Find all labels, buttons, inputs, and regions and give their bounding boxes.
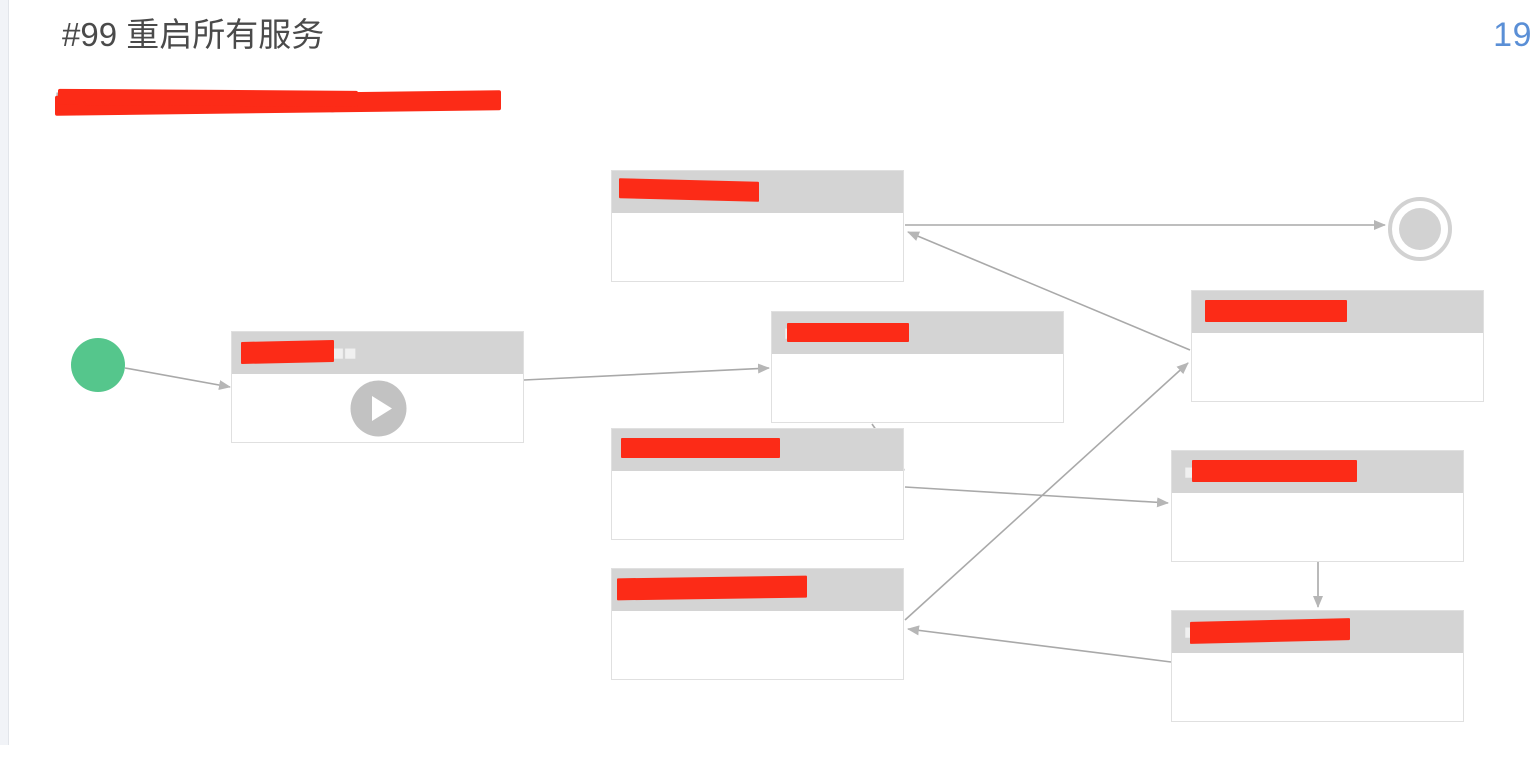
play-icon[interactable]	[350, 380, 407, 437]
start-terminal[interactable]	[71, 338, 125, 392]
node-header: ■■■■■■■■■	[1192, 291, 1483, 333]
node-body	[232, 374, 523, 442]
left-gutter-strip	[0, 0, 9, 745]
graph-node-n8[interactable]: ■■■■■■■■■	[1171, 610, 1464, 722]
redaction-marker	[621, 438, 780, 458]
redaction-marker	[1205, 300, 1347, 322]
node-body	[612, 213, 903, 281]
repo-subline: https://■■■■■■■■■■■■■■■■.git master	[55, 84, 501, 120]
node-body	[1192, 333, 1483, 401]
redaction-marker	[787, 323, 909, 342]
edge-n6-to-n2	[907, 231, 1191, 351]
edge-n5-to-n6	[904, 362, 1189, 621]
node-header: ■■■■■■■■■■	[612, 429, 903, 471]
node-body	[1172, 493, 1463, 561]
graph-node-n3[interactable]: ■■■■■■■■	[771, 311, 1064, 423]
redaction-marker	[619, 178, 759, 202]
build-number: 19	[1493, 16, 1532, 54]
redaction-marker	[617, 575, 807, 601]
repository-url[interactable]: https://■■■■■■■■■■■■■■■■.git	[55, 84, 501, 120]
graph-node-n5[interactable]: ■■■■■■■■■■■■	[611, 568, 904, 680]
node-header: ■■■■■■■■■	[1172, 451, 1463, 493]
node-body	[772, 354, 1063, 422]
edge-start-to-n1	[124, 367, 231, 390]
node-header: ■■■■■■■■■■	[612, 171, 903, 213]
node-body	[1172, 653, 1463, 721]
edge-n4-to-n7	[904, 486, 1169, 508]
graph-node-n1[interactable]: ■■■■■■■■■	[231, 331, 524, 443]
node-header: ■■■■■■■■■	[1172, 611, 1463, 653]
node-header: ■■■■■■■■■■■■	[612, 569, 903, 611]
graph-node-n6[interactable]: ■■■■■■■■■	[1191, 290, 1484, 402]
graph-node-n4[interactable]: ■■■■■■■■■■	[611, 428, 904, 540]
graph-node-n7[interactable]: ■■■■■■■■■	[1171, 450, 1464, 562]
end-terminal[interactable]	[1388, 197, 1452, 261]
graph-node-n2[interactable]: ■■■■■■■■■■	[611, 170, 904, 282]
edge-n8-to-n5	[907, 625, 1172, 663]
node-body	[612, 611, 903, 679]
edge-n1-to-n3	[523, 363, 770, 381]
redaction-marker	[1190, 618, 1350, 644]
node-header: ■■■■■■■■■	[232, 332, 523, 374]
node-header: ■■■■■■■■	[772, 312, 1063, 354]
node-body	[612, 471, 903, 539]
end-terminal-core	[1399, 208, 1441, 250]
redaction-marker	[241, 340, 334, 364]
page-title: #99 重启所有服务	[62, 16, 325, 53]
redaction-marker	[1192, 460, 1357, 482]
